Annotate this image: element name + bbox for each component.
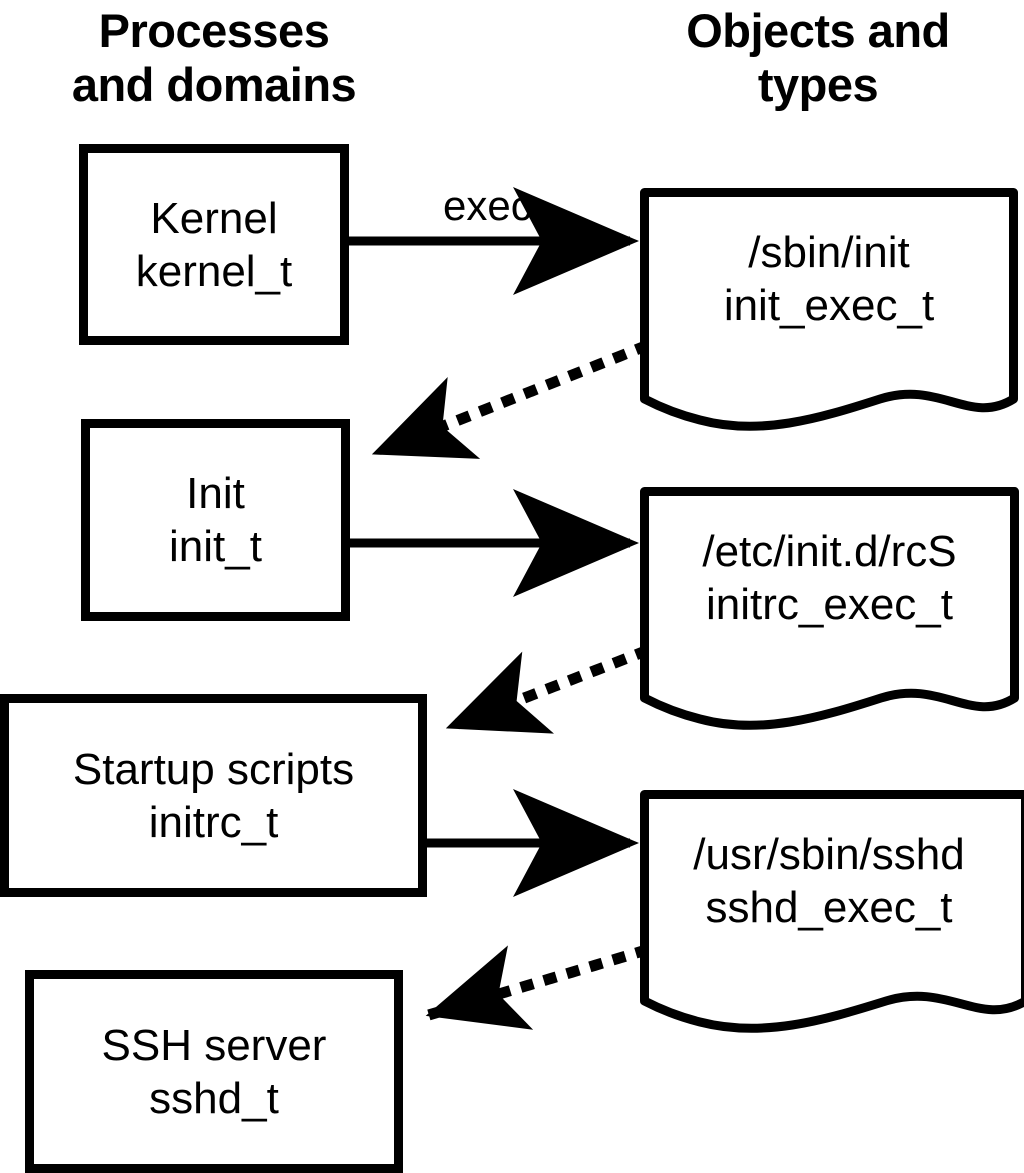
document-outline bbox=[640, 790, 1024, 1033]
object-doc-etc-initd-rcs[interactable]: /etc/init.d/rcS initrc_exec_t bbox=[640, 487, 1019, 732]
object-path-usr-sbin-sshd: /usr/sbin/sshd bbox=[693, 830, 965, 879]
object-path-etc-initd-rcs: /etc/init.d/rcS bbox=[702, 527, 957, 576]
object-doc-sbin-init[interactable]: /sbin/init init_exec_t bbox=[640, 188, 1018, 433]
object-type-sbin-init: init_exec_t bbox=[723, 281, 935, 330]
object-label-sbin-init: /sbin/init init_exec_t bbox=[640, 226, 1018, 332]
process-box-ssh-server[interactable]: SSH server sshd_t bbox=[25, 970, 403, 1173]
process-name-startup-scripts: Startup scripts bbox=[72, 744, 355, 794]
edge-sshd-exec-to-sshd-domain bbox=[425, 944, 650, 1030]
edge-label-exec: exec bbox=[443, 182, 532, 229]
process-name-kernel: Kernel bbox=[150, 193, 278, 243]
process-type-startup-scripts: initrc_t bbox=[148, 797, 279, 847]
object-type-usr-sbin-sshd: sshd_exec_t bbox=[705, 883, 953, 932]
object-path-sbin-init: /sbin/init bbox=[748, 228, 910, 277]
object-doc-usr-sbin-sshd[interactable]: /usr/sbin/sshd sshd_exec_t bbox=[640, 790, 1024, 1035]
object-label-usr-sbin-sshd: /usr/sbin/sshd sshd_exec_t bbox=[640, 828, 1018, 934]
process-name-init: Init bbox=[186, 469, 245, 518]
process-type-ssh-server: sshd_t bbox=[149, 1073, 279, 1123]
process-type-init: init_t bbox=[169, 522, 262, 571]
process-box-kernel[interactable]: Kernel kernel_t bbox=[79, 144, 349, 345]
object-type-etc-initd-rcs: initrc_exec_t bbox=[705, 580, 953, 629]
document-outline bbox=[640, 188, 1018, 431]
column-title-objects: Objects and types bbox=[686, 4, 950, 111]
process-name-ssh-server: SSH server bbox=[101, 1020, 327, 1070]
process-type-kernel: kernel_t bbox=[135, 246, 293, 296]
process-box-startup-scripts[interactable]: Startup scripts initrc_t bbox=[0, 694, 427, 897]
process-box-init[interactable]: Init init_t bbox=[81, 419, 350, 621]
object-label-etc-initd-rcs: /etc/init.d/rcS initrc_exec_t bbox=[640, 525, 1019, 631]
edge-init-exec-to-init-domain bbox=[370, 339, 651, 460]
column-title-processes: Processes and domains bbox=[71, 4, 357, 111]
document-outline bbox=[640, 487, 1019, 730]
edge-initrc-exec-to-initrc-domain bbox=[444, 644, 651, 734]
dotted-edges bbox=[370, 339, 651, 1030]
